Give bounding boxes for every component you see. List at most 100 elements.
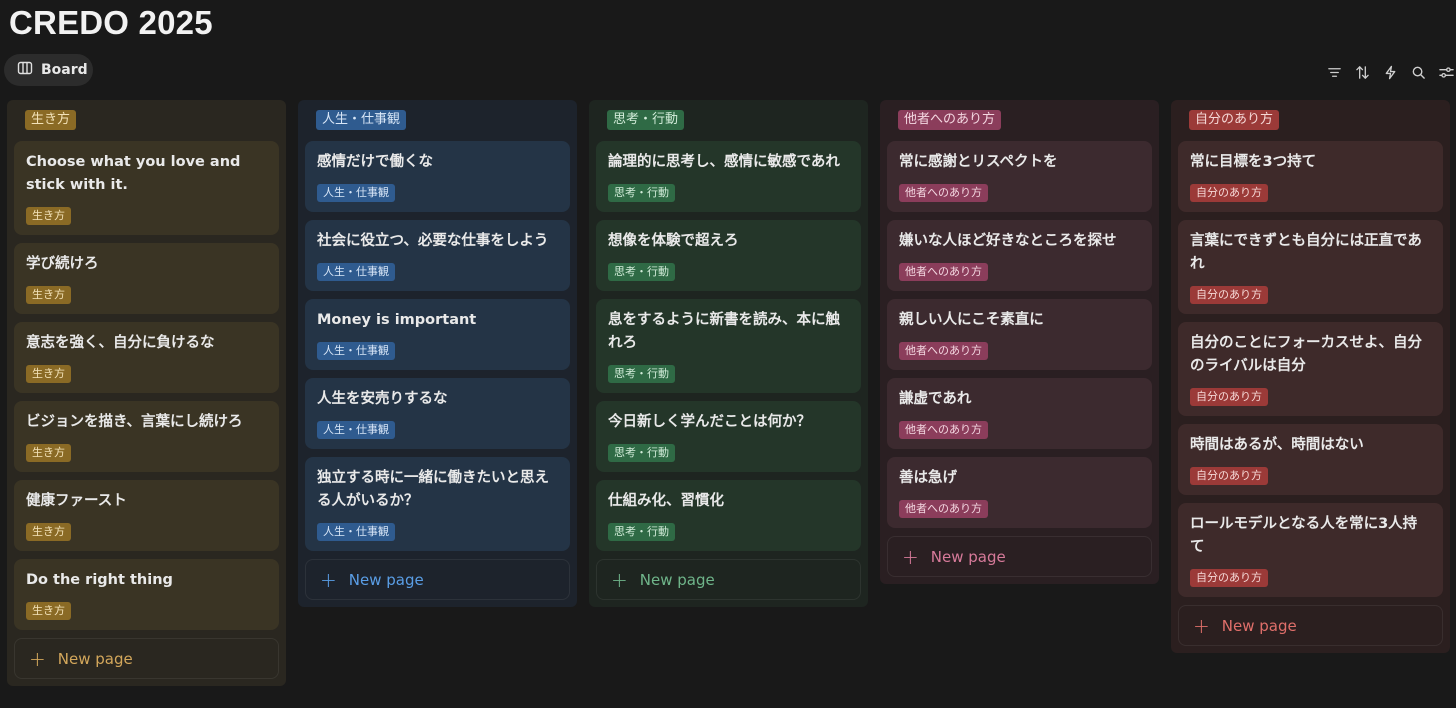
- card[interactable]: 独立する時に一緒に働きたいと思える人がいるか？ 人生・仕事観: [305, 457, 570, 551]
- card-tag: 思考・行動: [608, 444, 675, 462]
- card-title: 仕組み化、習慣化: [608, 493, 724, 509]
- new-page-button[interactable]: + New page: [305, 559, 570, 600]
- card[interactable]: 時間はあるが、時間はない 自分のあり方: [1178, 424, 1443, 495]
- card-title: 論理的に思考し、感情に敏感であれ: [608, 154, 840, 170]
- card[interactable]: 常に感謝とリスペクトを 他者へのあり方: [887, 141, 1152, 212]
- card[interactable]: 常に目標を3つ持て 自分のあり方: [1178, 141, 1443, 212]
- card-tag: 人生・仕事観: [317, 421, 395, 439]
- card[interactable]: 人生を安売りするな 人生・仕事観: [305, 378, 570, 449]
- card-title: 独立する時に一緒に働きたいと思える人がいるか？: [317, 470, 549, 509]
- card[interactable]: 想像を体験で超えろ 思考・行動: [596, 220, 861, 291]
- card[interactable]: 善は急げ 他者へのあり方: [887, 457, 1152, 528]
- card-tag: 自分のあり方: [1190, 388, 1268, 406]
- card-tag: 人生・仕事観: [317, 342, 395, 360]
- card-tag: 思考・行動: [608, 365, 675, 383]
- card-tag: 思考・行動: [608, 263, 675, 281]
- card-title: 謙虚であれ: [899, 391, 972, 407]
- card-tag: 自分のあり方: [1190, 286, 1268, 304]
- board: 生き方 Choose what you love and stick with …: [7, 100, 1450, 686]
- card-title: 社会に役立つ、必要な仕事をしよう: [317, 233, 549, 249]
- card[interactable]: 健康ファースト 生き方: [14, 480, 279, 551]
- sort-icon[interactable]: [1352, 62, 1372, 82]
- new-page-button[interactable]: + New page: [596, 559, 861, 600]
- card-title: 時間はあるが、時間はない: [1190, 437, 1364, 453]
- column-header: 生き方: [14, 107, 279, 141]
- card[interactable]: 息をするように新書を読み、本に触れろ 思考・行動: [596, 299, 861, 393]
- new-page-button[interactable]: + New page: [1178, 605, 1443, 646]
- card-title: Do the right thing: [26, 572, 173, 588]
- card-tag: 自分のあり方: [1190, 569, 1268, 587]
- column-jibun-no-arikata: 自分のあり方 常に目標を3つ持て 自分のあり方 言葉にできずとも自分には正直であ…: [1171, 100, 1450, 653]
- card-title: Choose what you love and stick with it.: [26, 154, 241, 193]
- tab-board[interactable]: Board: [4, 54, 93, 86]
- column-shikou-koudou: 思考・行動 論理的に思考し、感情に敏感であれ 思考・行動 想像を体験で超えろ 思…: [589, 100, 868, 607]
- card[interactable]: 社会に役立つ、必要な仕事をしよう 人生・仕事観: [305, 220, 570, 291]
- card-tag: 生き方: [26, 286, 71, 304]
- card-title: 息をするように新書を読み、本に触れろ: [608, 312, 840, 351]
- card[interactable]: Choose what you love and stick with it. …: [14, 141, 279, 235]
- new-page-button[interactable]: + New page: [14, 638, 279, 679]
- card-tag: 人生・仕事観: [317, 523, 395, 541]
- new-page-label: New page: [57, 649, 133, 668]
- card[interactable]: 言葉にできずとも自分には正直であれ 自分のあり方: [1178, 220, 1443, 314]
- card[interactable]: 親しい人にこそ素直に 他者へのあり方: [887, 299, 1152, 370]
- card-tag: 生き方: [26, 602, 71, 620]
- page-title: CREDO 2025: [9, 4, 213, 41]
- column-header: 人生・仕事観: [305, 107, 570, 141]
- new-page-label: New page: [1221, 616, 1297, 635]
- card-title: 健康ファースト: [26, 493, 127, 509]
- card-title: 今日新しく学んだことは何か？: [608, 414, 811, 430]
- card[interactable]: ビジョンを描き、言葉にし続けろ 生き方: [14, 401, 279, 472]
- new-page-button[interactable]: + New page: [887, 536, 1152, 577]
- lightning-icon[interactable]: [1380, 62, 1400, 82]
- card[interactable]: 論理的に思考し、感情に敏感であれ 思考・行動: [596, 141, 861, 212]
- card[interactable]: ロールモデルとなる人を常に3人持て 自分のあり方: [1178, 503, 1443, 597]
- column-tag[interactable]: 自分のあり方: [1189, 110, 1280, 130]
- card-tag: 人生・仕事観: [317, 263, 395, 281]
- card-title: ビジョンを描き、言葉にし続けろ: [26, 414, 243, 430]
- card[interactable]: Money is important 人生・仕事観: [305, 299, 570, 370]
- card-title: 想像を体験で超えろ: [608, 233, 739, 249]
- card-tag: 生き方: [26, 365, 71, 383]
- card-title: 常に目標を3つ持て: [1190, 154, 1317, 170]
- card-tag: 思考・行動: [608, 523, 675, 541]
- tab-board-label: Board: [41, 62, 88, 78]
- card-title: 言葉にできずとも自分には正直であれ: [1190, 233, 1422, 272]
- column-header: 他者へのあり方: [887, 107, 1152, 141]
- column-tasha-heno-arikata: 他者へのあり方 常に感謝とリスペクトを 他者へのあり方 嫌いな人ほど好きなところ…: [880, 100, 1159, 584]
- card[interactable]: 自分のことにフォーカスせよ、自分のライバルは自分 自分のあり方: [1178, 322, 1443, 416]
- filter-icon[interactable]: [1324, 62, 1344, 82]
- card[interactable]: 感情だけで働くな 人生・仕事観: [305, 141, 570, 212]
- card-title: 自分のことにフォーカスせよ、自分のライバルは自分: [1190, 335, 1422, 374]
- search-icon[interactable]: [1408, 62, 1428, 82]
- card-tag: 自分のあり方: [1190, 467, 1268, 485]
- settings-icon[interactable]: [1436, 62, 1456, 82]
- column-tag[interactable]: 他者へのあり方: [898, 110, 1002, 130]
- card[interactable]: 仕組み化、習慣化 思考・行動: [596, 480, 861, 551]
- card[interactable]: 嫌いな人ほど好きなところを探せ 他者へのあり方: [887, 220, 1152, 291]
- plus-icon: +: [320, 567, 337, 592]
- column-tag[interactable]: 思考・行動: [607, 110, 685, 130]
- column-ikikata: 生き方 Choose what you love and stick with …: [7, 100, 286, 686]
- card[interactable]: 意志を強く、自分に負けるな 生き方: [14, 322, 279, 393]
- card-tag: 人生・仕事観: [317, 184, 395, 202]
- column-tag[interactable]: 生き方: [25, 110, 77, 130]
- column-header: 自分のあり方: [1178, 107, 1443, 141]
- card-title: 感情だけで働くな: [317, 154, 433, 170]
- view-toolbar: [1324, 62, 1456, 82]
- card-tag: 生き方: [26, 207, 71, 225]
- card-title: 親しい人にこそ素直に: [899, 312, 1044, 328]
- card[interactable]: 謙虚であれ 他者へのあり方: [887, 378, 1152, 449]
- plus-icon: +: [611, 567, 628, 592]
- card-title: 人生を安売りするな: [317, 391, 448, 407]
- card[interactable]: 学び続けろ 生き方: [14, 243, 279, 314]
- board-icon: [17, 60, 33, 80]
- column-jinsei-shigotokan: 人生・仕事観 感情だけで働くな 人生・仕事観 社会に役立つ、必要な仕事をしよう …: [298, 100, 577, 607]
- column-tag[interactable]: 人生・仕事観: [316, 110, 407, 130]
- card-tag: 生き方: [26, 523, 71, 541]
- card-title: ロールモデルとなる人を常に3人持て: [1190, 516, 1418, 555]
- plus-icon: +: [1193, 613, 1210, 638]
- card[interactable]: 今日新しく学んだことは何か？ 思考・行動: [596, 401, 861, 472]
- card[interactable]: Do the right thing 生き方: [14, 559, 279, 630]
- card-tag: 他者へのあり方: [899, 421, 988, 439]
